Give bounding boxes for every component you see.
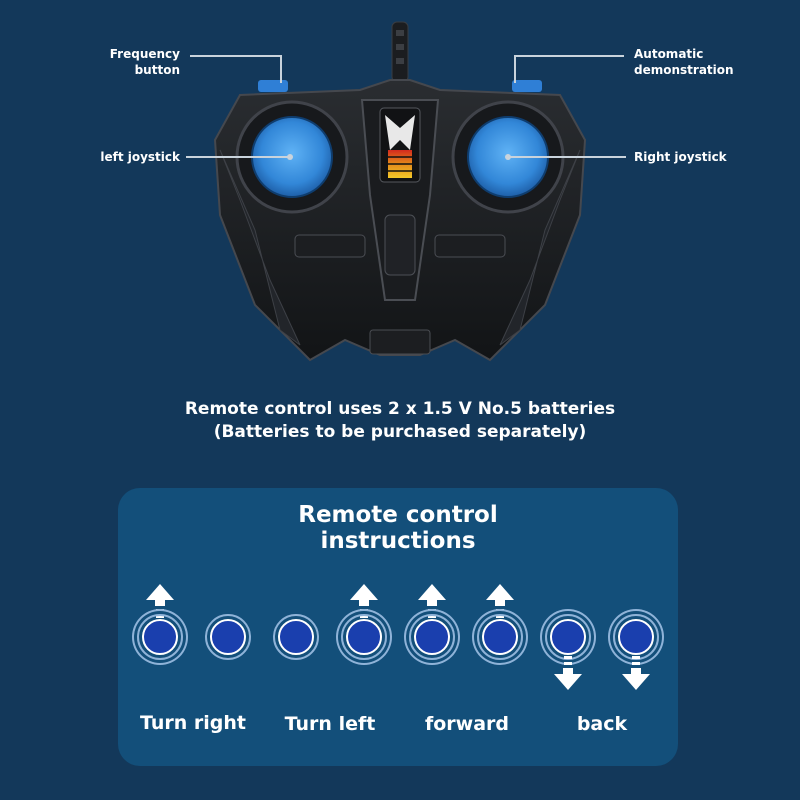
action-label-forward: forward [424, 713, 510, 735]
frequency-button-callout: Frequency button [80, 46, 180, 78]
right-stick-indicator [205, 614, 251, 660]
automatic-leader-drop [514, 55, 516, 83]
right-joystick-callout: Right joystick [634, 150, 727, 164]
automatic-callout-line1: Automatic [634, 47, 704, 61]
remote-controller-image [213, 21, 587, 362]
battery-note-line2: (Batteries to be purchased separately) [213, 422, 587, 442]
frequency-leader-drop [280, 55, 282, 83]
battery-note-line1: Remote control uses 2 x 1.5 V No.5 batte… [184, 399, 616, 419]
battery-note: Remote control uses 2 x 1.5 V No.5 batte… [0, 398, 800, 444]
action-label-turn-right: Turn right [139, 712, 246, 734]
left-joystick-callout: left joystick [100, 150, 180, 164]
action-label-turn-left: Turn left [284, 713, 376, 735]
arrow-down-icon [622, 656, 650, 690]
right-joystick-leader-dot [505, 154, 511, 160]
right-stick-indicator [341, 614, 387, 660]
instructions-title: Remote control instructions [118, 502, 678, 554]
automatic-demonstration-callout: Automatic demonstration [634, 46, 754, 78]
left-joystick-leader-line [186, 156, 290, 158]
automatic-leader-line [514, 55, 624, 57]
left-stick-indicator [273, 614, 319, 660]
arrow-down-icon [554, 656, 582, 690]
frequency-callout-line2: button [134, 63, 180, 77]
action-label-back: back [576, 713, 628, 735]
right-joystick-leader-line [508, 156, 626, 158]
frequency-leader-line [190, 55, 280, 57]
instructions-title-line2: instructions [320, 528, 476, 554]
left-stick-indicator [409, 614, 455, 660]
frequency-callout-line1: Frequency [109, 47, 180, 61]
left-joystick-leader-dot [287, 154, 293, 160]
instructions-title-line1: Remote control [298, 502, 498, 528]
left-stick-indicator [137, 614, 183, 660]
right-stick-indicator [613, 614, 659, 660]
automatic-callout-line2: demonstration [634, 63, 734, 77]
right-stick-indicator [477, 614, 523, 660]
